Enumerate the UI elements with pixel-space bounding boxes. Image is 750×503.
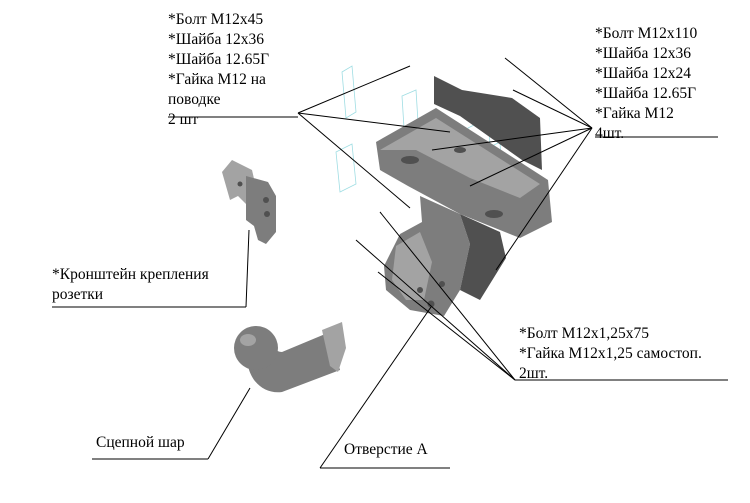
leader-top-left-b: [297, 112, 451, 133]
callout-line: *Шайба 12.65Г: [168, 51, 270, 68]
callout-line: *Гайка М12 на: [168, 71, 266, 88]
leader-hole: [319, 306, 432, 469]
callout-tow-ball: Сцепной шар: [96, 434, 185, 451]
towbar-body: [376, 76, 552, 316]
callout-line: *Болт М12х1,25х75: [519, 325, 649, 342]
leader-bottom-a: [355, 239, 516, 381]
leader-bottom-b: [377, 271, 516, 381]
bracket-bolt-hole: [439, 281, 445, 287]
body-bracket-front: [392, 232, 432, 300]
callout-line: 4шт.: [595, 125, 625, 142]
callout-socket-bracket: *Кронштейн крепления розетки: [52, 265, 209, 305]
body-rear-flange: [434, 76, 542, 170]
callout-line: *Шайба 12х36: [168, 31, 264, 48]
bracket-hole: [263, 197, 269, 203]
callout-line: *Гайка М12х1,25 самостоп.: [519, 345, 702, 362]
callout-line: *Шайба 12х24: [595, 65, 691, 82]
callout-line: *Гайка М12: [595, 105, 674, 122]
ball-arm-end-face: [322, 322, 346, 372]
callout-line: 2шт.: [519, 365, 549, 382]
callout-line: поводке: [168, 91, 221, 108]
hole-a: [427, 300, 435, 308]
callout-bottom-right: *Болт М12х1,25х75 *Гайка М12х1,25 самост…: [519, 324, 702, 384]
leader-lines: [52, 57, 728, 469]
ghost-bolt-left: [341, 65, 357, 119]
tow-ball-highlight: [240, 334, 256, 346]
callout-line: *Шайба 12х36: [595, 45, 691, 62]
leader-top-right-c: [431, 127, 593, 151]
body-bracket-side: [460, 214, 506, 300]
bracket-hole: [264, 211, 270, 217]
ghost-washer-left: [335, 143, 357, 193]
tow-ball: [234, 326, 278, 370]
callout-line: *Болт М12х45: [168, 11, 264, 28]
mount-slot: [485, 210, 503, 218]
callout-line: *Шайба 12.65Г: [595, 85, 697, 102]
callout-line: *Кронштейн крепления: [52, 266, 209, 283]
tow-ball-arm: [234, 322, 346, 393]
callout-top-left: *Болт М12х45 *Шайба 12х36 *Шайба 12.65Г …: [168, 10, 269, 130]
callout-line: 2 шт: [168, 111, 199, 128]
mount-slot: [401, 156, 419, 164]
socket-bracket: [222, 160, 276, 244]
mount-slot: [454, 147, 466, 153]
leader-top-right-e: [495, 127, 593, 271]
callout-hole-a: Отверстие А: [344, 441, 428, 458]
body-plate-top-face: [380, 118, 540, 198]
leader-ball: [207, 387, 251, 460]
bracket-bolt-hole: [417, 287, 423, 293]
callout-top-right: *Болт М12х110 *Шайба 12х36 *Шайба 12х24 …: [595, 24, 697, 144]
callout-line: *Болт М12х110: [595, 25, 698, 42]
leader-top-left-c: [297, 112, 411, 209]
leader-bracket: [245, 229, 250, 308]
bracket-front-plate: [246, 176, 276, 244]
leader-top-right-d: [469, 127, 593, 187]
leader-top-right-a: [504, 57, 593, 129]
leader-top-right-b: [512, 89, 593, 129]
callout-line: розетки: [52, 286, 104, 303]
leader-bottom-c: [379, 211, 516, 381]
leader-top-left-a: [297, 65, 411, 114]
bracket-hole: [237, 181, 243, 187]
